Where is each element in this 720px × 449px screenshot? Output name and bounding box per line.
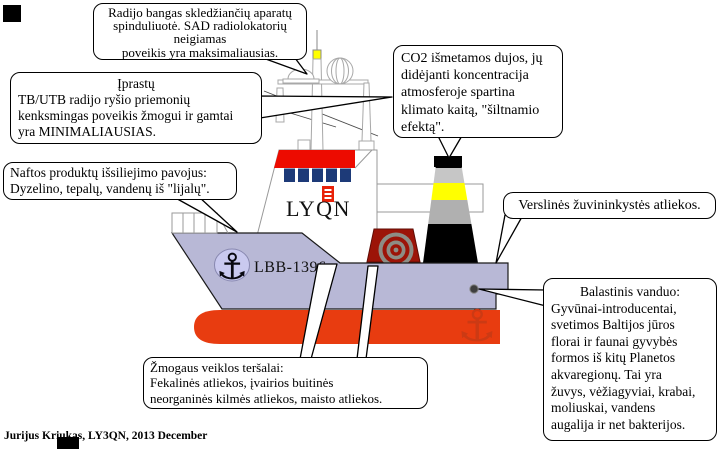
callout-text-line: CO2 išmetamos dujos, jų xyxy=(401,51,543,66)
callout-text-line: TB/UTB radijo ryšio priemonių xyxy=(18,92,191,107)
callout-text-line: Įprastų xyxy=(117,76,155,91)
bow-emblem-ellipse xyxy=(214,248,250,282)
callout-text-line: akvaregionų. Tai yra xyxy=(551,366,662,382)
callout-text-line: Gyvūnai-introducentai, xyxy=(551,300,677,316)
registration-text: LBB-1396 xyxy=(254,259,326,276)
credit-text: Jurijus Kriukas, LY3QN, 2013 December xyxy=(4,430,208,442)
waterline-band xyxy=(194,310,500,344)
callout-text-line: Dyzelino, tepalų, vandenų iš "lijalų". xyxy=(10,180,210,196)
callout-human-waste: Žmogaus veiklos teršalai: Fekalinės atli… xyxy=(143,357,428,409)
callout-text-line: didėjanti koncentracija xyxy=(401,68,529,84)
callout-text-line: kenksmingas poveikis žmogui ir gamtai xyxy=(18,108,234,123)
slide-marker xyxy=(57,437,79,449)
callsign-text: LYQN xyxy=(286,196,351,221)
callout-text-line: Naftos produktų išsiliejimo pavojus: xyxy=(10,165,207,180)
callout-text-line: poveikis yra maksimaliausias. xyxy=(121,44,279,60)
bow-railing xyxy=(171,212,229,234)
callout-text-line: svetimos Baltijos jūros xyxy=(551,317,675,333)
callout-text-line: florai ir faunai gyvybės xyxy=(551,333,678,349)
callout-tail-vhf xyxy=(259,95,393,119)
stern-anchor-icon: ⚓ xyxy=(457,301,496,352)
callout-text-line: Žmogaus veiklos teršalai: xyxy=(150,360,284,375)
callout-text-line: augalija ir net bakterijos. xyxy=(551,416,686,432)
hawse-porthole xyxy=(469,284,479,294)
globe-antenna-icon xyxy=(335,57,345,85)
callout-text-line: Verslinės žuvininkystės atliekos. xyxy=(518,198,701,213)
callout-text-line: atmosferoje spartina xyxy=(401,85,515,101)
trawl-winch xyxy=(366,228,421,268)
callout-text-line: neigiamas xyxy=(173,31,227,47)
callout-text-line: formos iš kitų Planetos xyxy=(551,350,676,366)
callout-text-line: Fekalinės atliekos, įvairios buitinės xyxy=(150,375,334,391)
callout-tail-radio xyxy=(262,57,308,75)
bridge-wing-line xyxy=(354,149,373,169)
callout-text-line: Radijo bangas skledžiančių aparatų xyxy=(108,5,292,20)
callout-co2: CO2 išmetamos dujos, jų didėjanti koncen… xyxy=(393,45,563,138)
callout-text-line: klimato kaitą, "šiltnamio xyxy=(401,102,540,118)
callout-tail-fishing xyxy=(495,214,524,264)
callout-text-line: neorganinės kilmės atliekos, maisto atli… xyxy=(150,390,383,406)
callout-vhf-radio: Įprastų TB/UTB radijo ryšio priemonių ke… xyxy=(10,72,262,144)
funnel-yellow-band xyxy=(423,183,478,200)
callout-text-line: efektą". xyxy=(401,119,445,135)
bridge-roof-band xyxy=(274,150,355,168)
radar-platform xyxy=(282,78,320,84)
callout-text-line: moliuskai, vandens xyxy=(551,400,656,416)
callout-text-line: Balastinis vanduo: xyxy=(579,284,681,299)
callout-radio-waves: Radijo bangas skledžiančių aparatų spind… xyxy=(93,3,307,60)
globe-antenna-icon xyxy=(326,57,354,85)
bridge-windows xyxy=(284,168,351,182)
callout-fishing-waste: Verslinės žuvininkystės atliekos. xyxy=(503,192,716,219)
bow-anchor-icon: ⚓ xyxy=(216,247,248,288)
mast-crossbar xyxy=(277,79,369,85)
slide-marker xyxy=(3,5,21,22)
callout-oil-spill: Naftos produktų išsiliejimo pavojus: Dyz… xyxy=(3,162,237,200)
masthead-light xyxy=(312,49,322,60)
callout-ballast-water: Balastinis vanduo: Gyvūnai-introducentai… xyxy=(543,278,717,441)
aft-mast xyxy=(361,82,372,142)
callout-text-line: spinduliuotė. SAD radiolokatorių xyxy=(113,18,287,34)
callout-text-line: yra MINIMALIAUSIAS. xyxy=(18,124,156,139)
bridge-emblem-icon xyxy=(322,186,334,202)
callout-text-line: žuvys, vėžiagyviai, krabai, xyxy=(551,383,696,399)
